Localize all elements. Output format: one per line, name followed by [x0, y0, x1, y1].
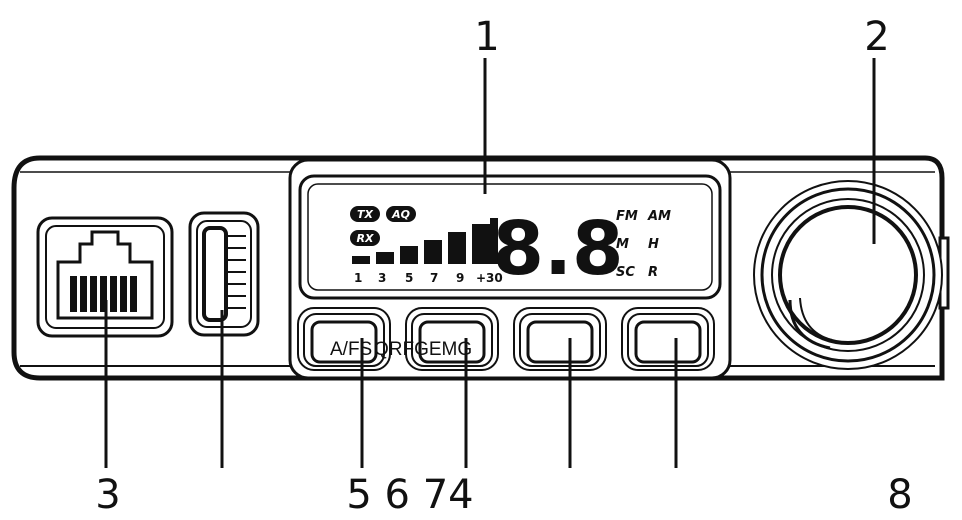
signal-bar: [424, 240, 442, 264]
mic-jack: [36, 216, 174, 338]
lcd-display: TX AQ RX 1 3 5 7 9 +30 8.8 FM AM M H SC …: [350, 206, 671, 292]
front-button-1[interactable]: [297, 307, 391, 371]
leader-lines: [104, 58, 876, 468]
signal-bar: [400, 246, 418, 264]
scale-label: 7: [430, 271, 438, 285]
callout-5674: 5 6 74: [346, 472, 473, 518]
rx-indicator: RX: [357, 232, 374, 245]
tx-badge: [350, 206, 380, 222]
channel-display: 8.8: [492, 206, 623, 292]
mode-label: AM: [647, 209, 671, 224]
aq-badge: [386, 206, 416, 222]
callout-3: 3: [95, 472, 120, 518]
button-label-qrfgemg: QRFGEMG: [374, 339, 472, 360]
callout-1: 1: [474, 14, 499, 60]
signal-bar: [448, 232, 466, 264]
mode-label: FM: [616, 209, 638, 224]
front-button-3[interactable]: [513, 307, 607, 371]
mode-label: SC: [616, 265, 635, 280]
signal-bar: [490, 218, 498, 264]
signal-meter: [352, 218, 498, 264]
front-button-2[interactable]: [405, 307, 499, 371]
aq-indicator: AQ: [391, 208, 410, 221]
jack-pins: [70, 276, 137, 312]
front-button-4[interactable]: [621, 307, 715, 371]
scale-label: 9: [456, 271, 464, 285]
signal-bar: [376, 252, 394, 264]
signal-bar: [352, 256, 370, 264]
button-label-afs: A/FS: [330, 339, 372, 360]
tx-indicator: TX: [357, 208, 374, 221]
channel-knob[interactable]: [753, 180, 943, 370]
scale-label: 3: [378, 271, 386, 285]
mode-label: H: [648, 237, 659, 252]
rx-badge: [350, 230, 380, 246]
mode-label: M: [616, 237, 629, 252]
callout-8: 8: [887, 472, 912, 518]
scale-label: +30: [476, 271, 503, 285]
scale-label: 1: [354, 271, 362, 285]
mode-label: R: [648, 265, 658, 280]
signal-bar: [472, 224, 490, 264]
scale-label: 5: [405, 271, 413, 285]
callout-2: 2: [864, 14, 889, 60]
thumbwheel[interactable]: [188, 211, 260, 337]
